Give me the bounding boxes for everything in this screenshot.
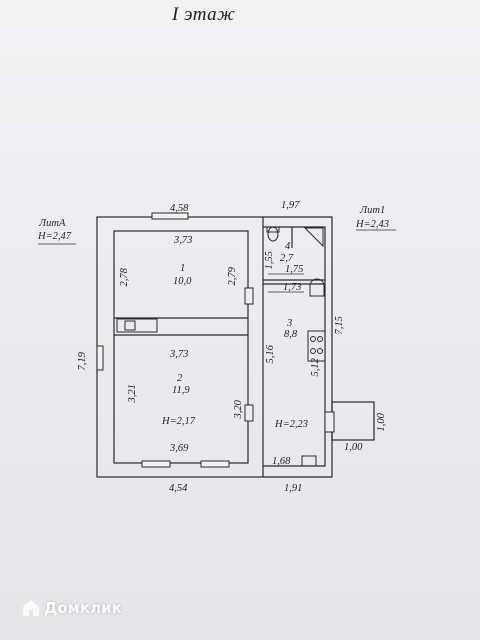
lit-1-name: Лит1 [360,205,386,216]
room4-area: 2,7 [280,253,294,264]
room4-number: 4 [285,241,291,252]
dim-porch-width: 1,00 [344,442,363,453]
dim-room2-left: 3,21 [126,384,138,403]
dim-room1-left: 2,78 [118,268,130,287]
burner-1 [310,336,316,342]
stove [116,318,158,333]
sink [309,278,325,297]
lit-a-name: ЛитА [39,218,66,229]
dim-room3-left: 5,16 [264,345,276,364]
room1-area: 10,0 [173,276,192,287]
lit-1-height: Н=2,43 [356,219,390,230]
window-top [151,212,189,220]
dim-left-total: 7,19 [76,352,88,371]
toilet [267,226,279,242]
dim-right-total: 7,15 [333,316,345,335]
dim-room4-width: 1,75 [285,264,304,275]
watermark: Домклик [22,599,122,617]
dim-room3-top: 1,73 [283,282,302,293]
fixtures [116,226,326,467]
boiler [301,455,317,467]
windows [96,212,230,468]
window-bottom-right [200,460,230,468]
toilet-tank [266,226,280,233]
watermark-text: Домклик [44,599,122,617]
porch-outline [331,401,375,441]
door-room2 [244,404,254,422]
dim-room1-top: 3,73 [174,235,193,246]
shower-tray [303,227,324,248]
dim-bottom-lit-a: 4,54 [169,483,188,494]
doors [244,287,335,433]
lit-1-outer-wall [263,216,333,478]
kitchen-stove [307,330,326,362]
dim-bottom-lit-1: 1,91 [284,483,303,494]
window-left [96,345,104,371]
dim-room2-right: 3,20 [232,400,244,419]
dim-top-lit-a: 4,58 [170,203,189,214]
lit-a-inner-wall [113,230,249,464]
door-room1 [244,287,254,305]
burner-4 [317,348,323,354]
room2-height: Н=2,17 [162,416,196,427]
room3-height: Н=2,23 [275,419,309,430]
stove-door [124,320,136,331]
room3-area: 8,8 [284,329,298,340]
room2-number: 2 [177,373,183,384]
room2-area: 11,9 [172,385,190,396]
annotation-lines [38,229,396,293]
dim-room3-bottom: 1,68 [272,456,291,467]
dim-top-lit-1: 1,97 [281,200,300,211]
lit-a-height: Н=2,47 [38,231,72,242]
room3-number: 3 [287,318,293,329]
door-entrance [324,411,335,433]
wall-lines [96,216,375,478]
burner-3 [310,348,316,354]
dim-room3-right: 5,12 [309,358,321,377]
lit-a-outer-wall [96,216,264,478]
house-logo-icon [23,600,39,616]
page-title: I этаж [172,4,236,25]
dim-room1-bottom: 3,73 [170,349,189,360]
window-bottom-left [141,460,171,468]
room1-number: 1 [180,263,186,274]
burner-2 [317,336,323,342]
dim-porch-depth: 1,00 [375,413,387,432]
dim-room4-side: 1,55 [263,251,275,270]
dim-room2-bottom: 3,69 [170,443,189,454]
dim-room1-right: 2,79 [226,267,238,286]
